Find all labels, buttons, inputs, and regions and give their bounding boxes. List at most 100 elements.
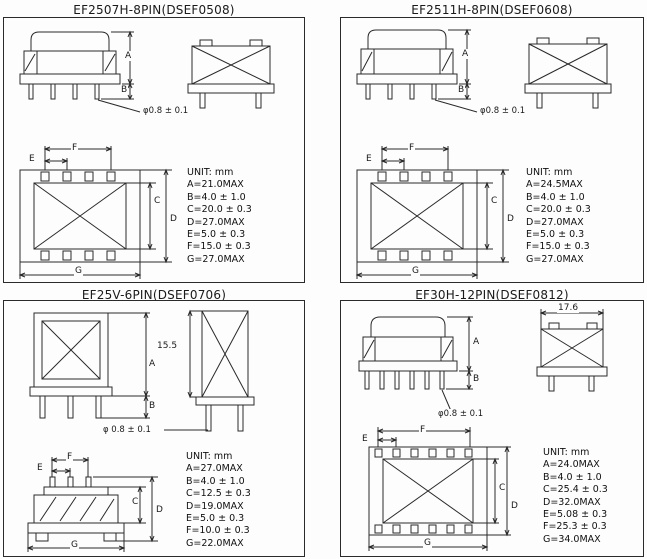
dim-e-lines xyxy=(50,468,72,477)
dim-c-lines xyxy=(463,181,493,251)
dim-a-lines xyxy=(447,315,473,373)
spec-block: UNIT: mm A=27.0MAX B=4.0 ± 1.0 C=12.5 ± … xyxy=(186,451,251,550)
spec-line: D=27.0MAX xyxy=(187,216,245,228)
spec-line: F=15.0 ± 0.3 xyxy=(187,241,251,253)
spec-line: G=27.0MAX xyxy=(526,253,584,265)
front-view-pins xyxy=(29,386,113,419)
spec-line: A=27.0MAX xyxy=(186,463,243,475)
dim-c-label: C xyxy=(498,483,507,493)
panel-frame: 17.6 A B φ0.8 ± 0.1 F E C D G UNIT: mm A… xyxy=(340,300,644,557)
unit-label: UNIT: mm xyxy=(526,167,573,178)
dim-a-label: A xyxy=(461,49,470,59)
dim-c-lines xyxy=(108,485,146,525)
dim-a-label: A xyxy=(148,359,157,369)
panel-frame: A B φ0.8 ± 0.1 F E C D G UNIT: mm A=21.0… xyxy=(3,17,305,283)
spec-line: E=5.0 ± 0.3 xyxy=(526,229,585,241)
dim-d-lines xyxy=(93,475,158,543)
spec-line: C=12.5 ± 0.3 xyxy=(186,488,251,500)
dim-b-label: B xyxy=(148,401,157,411)
dim-g-label: G xyxy=(423,538,432,548)
dim-c-label: C xyxy=(153,196,162,206)
technical-drawing xyxy=(355,28,612,279)
dim-d-label: D xyxy=(506,214,515,224)
panel-ef2507h: EF2507H-8PIN(DSEF0508) xyxy=(0,0,323,283)
pin-dia-leader xyxy=(97,99,141,113)
top-width-label: 17.6 xyxy=(557,303,580,313)
spec-line: E=5.0 ± 0.3 xyxy=(186,513,245,525)
spec-line: G=34.0MAX xyxy=(543,533,601,545)
spec-line: C=20.0 ± 0.3 xyxy=(187,204,252,216)
technical-drawing xyxy=(26,309,255,552)
spec-line: A=24.0MAX xyxy=(543,459,600,471)
spec-line: G=27.0MAX xyxy=(187,253,245,265)
spec-line: D=19.0MAX xyxy=(186,500,244,512)
dim-d-label: D xyxy=(169,214,178,224)
front-view xyxy=(356,29,458,100)
dim-g-label: G xyxy=(74,266,83,276)
spec-line: D=27.0MAX xyxy=(526,216,584,228)
spec-line: C=25.4 ± 0.3 xyxy=(543,484,608,496)
side-height-label: 15.5 xyxy=(156,341,179,351)
dim-c-lines xyxy=(473,457,499,525)
panel-title: EF2511H-8PIN(DSEF0608) xyxy=(411,3,573,17)
spec-line: F=10.0 ± 0.3 xyxy=(186,525,250,537)
spec-line: B=4.0 ± 1.0 xyxy=(543,471,602,483)
bottom-view xyxy=(356,169,478,263)
spec-line: A=21.0MAX xyxy=(187,179,244,191)
dim-c-label: C xyxy=(131,497,140,507)
pin-diameter-label: φ0.8 ± 0.1 xyxy=(437,409,485,419)
spec-line: E=5.08 ± 0.3 xyxy=(543,509,608,521)
pin-diameter-label: φ 0.8 ± 0.1 xyxy=(102,425,152,435)
pin-dia-leader xyxy=(434,99,478,113)
dim-b-lines xyxy=(438,82,471,101)
unit-label: UNIT: mm xyxy=(186,451,233,462)
dim-f-label: F xyxy=(408,143,416,153)
panel-frame: A B φ0.8 ± 0.1 F E C D G UNIT: mm A=24.5… xyxy=(340,17,644,283)
dim-f-label: F xyxy=(66,452,74,462)
dim-b-label: B xyxy=(472,374,481,384)
dim-b-label: B xyxy=(457,85,466,95)
dim-e-label: E xyxy=(36,463,44,473)
dim-e-label: E xyxy=(28,154,36,164)
panel-frame: A B 15.5 φ 0.8 ± 0.1 F E C D G UNIT: mm … xyxy=(3,300,305,557)
spec-block: UNIT: mm A=21.0MAX B=4.0 ± 1.0 C=20.0 ± … xyxy=(187,167,252,266)
dim-a-label: A xyxy=(124,51,133,61)
spec-block: UNIT: mm A=24.0MAX B=4.0 ± 1.0 C=25.4 ± … xyxy=(543,447,608,546)
dim-e-lines xyxy=(376,437,398,447)
spec-line: F=15.0 ± 0.3 xyxy=(526,241,590,253)
unit-label: UNIT: mm xyxy=(543,447,590,458)
panel-title: EF30H-12PIN(DSEF0812) xyxy=(415,288,569,302)
dim-b-lines xyxy=(101,394,150,420)
dim-e-label: E xyxy=(361,434,369,444)
bottom-view xyxy=(368,446,488,536)
dim-e-lines xyxy=(380,158,406,170)
unit-label: UNIT: mm xyxy=(187,167,234,178)
dim-e-label: E xyxy=(365,154,373,164)
dim-b-lines xyxy=(101,82,134,101)
dim-side-height-lines xyxy=(187,309,202,399)
panel-ef25v: EF25V-6PIN(DSEF0706) xyxy=(0,283,323,559)
panel-title: EF25V-6PIN(DSEF0706) xyxy=(81,288,227,302)
spec-line: B=4.0 ± 1.0 xyxy=(186,475,245,487)
dim-g-label: G xyxy=(70,540,79,550)
dim-g-label: G xyxy=(411,266,420,276)
front-view xyxy=(19,31,121,100)
dim-a-lines xyxy=(108,311,150,398)
spec-line: D=32.0MAX xyxy=(543,496,601,508)
spec-line: A=24.5MAX xyxy=(526,179,583,191)
dim-b-label: B xyxy=(120,85,129,95)
dim-f-label: F xyxy=(71,143,79,153)
technical-drawing xyxy=(18,30,275,279)
pin-diameter-label: φ0.8 ± 0.1 xyxy=(479,106,527,116)
dim-e-lines xyxy=(43,158,69,170)
spec-line: G=22.0MAX xyxy=(186,537,244,549)
dim-b-lines xyxy=(446,369,473,391)
pin-diameter-label: φ0.8 ± 0.1 xyxy=(142,106,190,116)
panel-ef2511h: EF2511H-8PIN(DSEF0608) xyxy=(323,0,647,283)
dim-d-lines xyxy=(487,445,511,537)
side-view xyxy=(187,39,275,109)
spec-line: C=20.0 ± 0.3 xyxy=(526,204,591,216)
side-view xyxy=(524,37,612,109)
dim-a-label: A xyxy=(472,337,481,347)
